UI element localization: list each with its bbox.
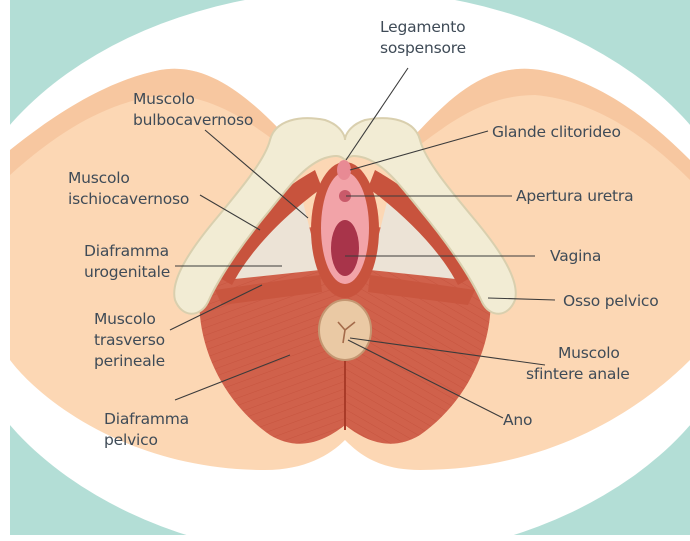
- label-glande-clitorideo: Glande clitorideo: [492, 123, 621, 141]
- label-apertura-uretra: Apertura uretra: [516, 187, 633, 205]
- label-ano: Ano: [503, 411, 532, 429]
- vaginal-opening: [331, 220, 359, 276]
- label-vagina: Vagina: [550, 247, 601, 265]
- label-osso-pelvico: Osso pelvico: [563, 292, 659, 310]
- label-muscolo-trasverso-perineale: Muscolo trasverso perineale: [94, 310, 170, 370]
- clitoral-glans: [337, 160, 351, 180]
